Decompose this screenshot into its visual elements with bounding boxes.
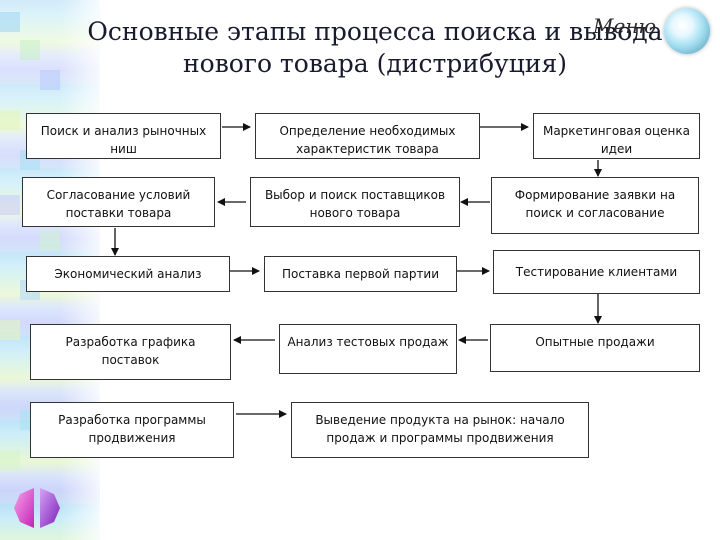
strip-tile [0,12,20,32]
arrow-left-icon[interactable] [14,488,34,528]
page-title: Основные этапы процесса поиска и вывода … [87,17,663,78]
step-box-8: Поставка первой партии [264,256,457,292]
step-box-6: Согласование условий поставки товара [22,177,215,227]
strip-tile [0,110,20,130]
strip-tile [40,70,60,90]
menu-link[interactable]: Меню [593,14,657,38]
step-box-9: Тестирование клиентами [493,250,700,294]
step-box-1: Поиск и анализ рыночных ниш [26,113,221,159]
strip-tile [40,230,60,250]
step-box-3: Маркетинговая оценка идеи [533,113,700,159]
step-box-7: Экономический анализ [26,256,230,292]
menu-orb-icon[interactable] [664,8,710,54]
strip-tile [20,40,40,60]
step-box-4: Формирование заявки на поиск и согласова… [491,177,699,234]
strip-tile [0,320,20,340]
strip-tile [0,450,20,470]
step-box-14: Выведение продукта на рынок: начало прод… [291,402,589,458]
step-box-5: Выбор и поиск поставщиков нового товара [250,177,460,227]
step-box-13: Разработка программы продвижения [30,402,234,458]
strip-tile [0,195,20,215]
step-box-11: Анализ тестовых продаж [279,324,457,374]
arrow-right-icon[interactable] [40,488,60,528]
step-box-12: Разработка графика поставок [30,324,231,380]
step-box-10: Опытные продажи [490,324,700,372]
step-box-2: Определение необходимых характеристик то… [255,113,480,159]
